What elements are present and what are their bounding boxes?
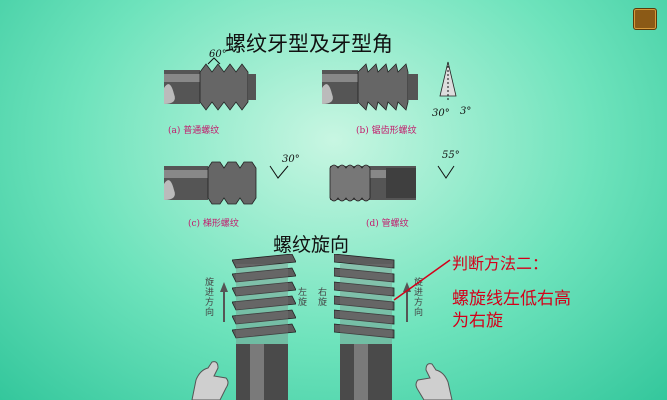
method-heading: 判断方法二： bbox=[452, 254, 549, 273]
figure-pipe-thread: 55° bbox=[329, 150, 460, 202]
angle-label-left: 30° bbox=[432, 108, 450, 119]
right-hand-screw bbox=[334, 254, 395, 400]
left-direction-label: 旋进方向 bbox=[205, 278, 215, 318]
angle-label: 55° bbox=[442, 150, 460, 161]
angle-label: 30° bbox=[282, 154, 300, 165]
thread-teeth bbox=[199, 63, 249, 111]
page-title: 螺纹牙型及牙型角 bbox=[225, 32, 393, 56]
home-icon[interactable] bbox=[633, 8, 657, 30]
right-thumb-icon bbox=[415, 363, 453, 400]
left-hand-label: 左旋 bbox=[298, 288, 308, 308]
angle-label: 60° bbox=[209, 49, 227, 60]
angle-label-right: 3° bbox=[460, 106, 471, 117]
right-hand-label: 右旋 bbox=[318, 288, 328, 308]
section-title: 螺纹旋向 bbox=[273, 234, 350, 256]
arrow-up-icon bbox=[220, 282, 228, 322]
left-hand-screw bbox=[232, 254, 296, 400]
caption-a: (a) 普通螺纹 bbox=[168, 126, 220, 136]
figure-trapezoidal-thread: 30° bbox=[164, 154, 300, 205]
figure-standard-thread: 60° bbox=[164, 49, 256, 111]
left-thumb-icon bbox=[191, 361, 229, 400]
caption-c: (c) 梯形螺纹 bbox=[188, 219, 239, 229]
pointer-line bbox=[393, 259, 451, 301]
caption-d: (d) 管螺纹 bbox=[366, 219, 409, 229]
method-line-2: 为右旋 bbox=[452, 311, 503, 331]
caption-b: (b) 锯齿形螺纹 bbox=[356, 126, 417, 136]
method-line-1: 螺旋线左低右高 bbox=[452, 289, 571, 309]
figure-buttress-thread: 30° 3° bbox=[322, 61, 471, 119]
